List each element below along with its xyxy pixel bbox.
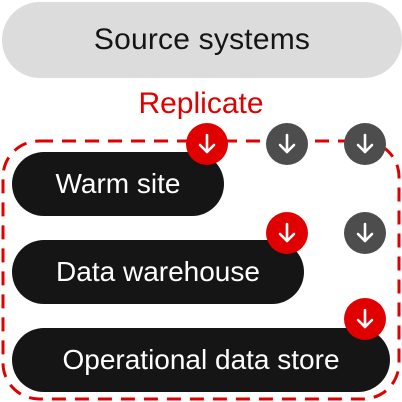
operational-data-store-node: Operational data store [12, 328, 390, 392]
arrow-down-icon [266, 123, 308, 165]
arrow-down-icon [344, 123, 386, 165]
arrow-down-icon [344, 212, 386, 254]
arrow-down-icon [266, 212, 308, 254]
data-warehouse-node: Data warehouse [12, 240, 304, 304]
arrow-down-icon [344, 298, 386, 340]
source-systems-node: Source systems [2, 2, 402, 78]
warm-site-node: Warm site [12, 152, 224, 216]
arrow-down-icon [186, 123, 228, 165]
replicate-label: Replicate [138, 87, 264, 120]
